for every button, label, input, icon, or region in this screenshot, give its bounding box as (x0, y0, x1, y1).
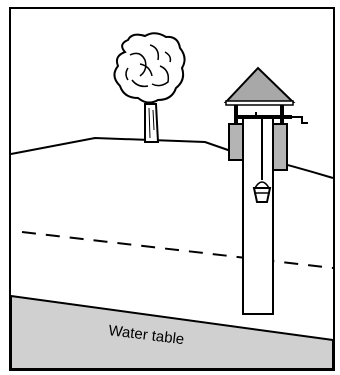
bucket-body (254, 188, 270, 202)
tree-canopy (114, 33, 184, 102)
tree-trunk (145, 104, 158, 142)
well-left-post (229, 124, 243, 160)
well-roof-beam (226, 101, 293, 105)
well-shaft (243, 118, 273, 314)
well-right-post (273, 124, 287, 170)
